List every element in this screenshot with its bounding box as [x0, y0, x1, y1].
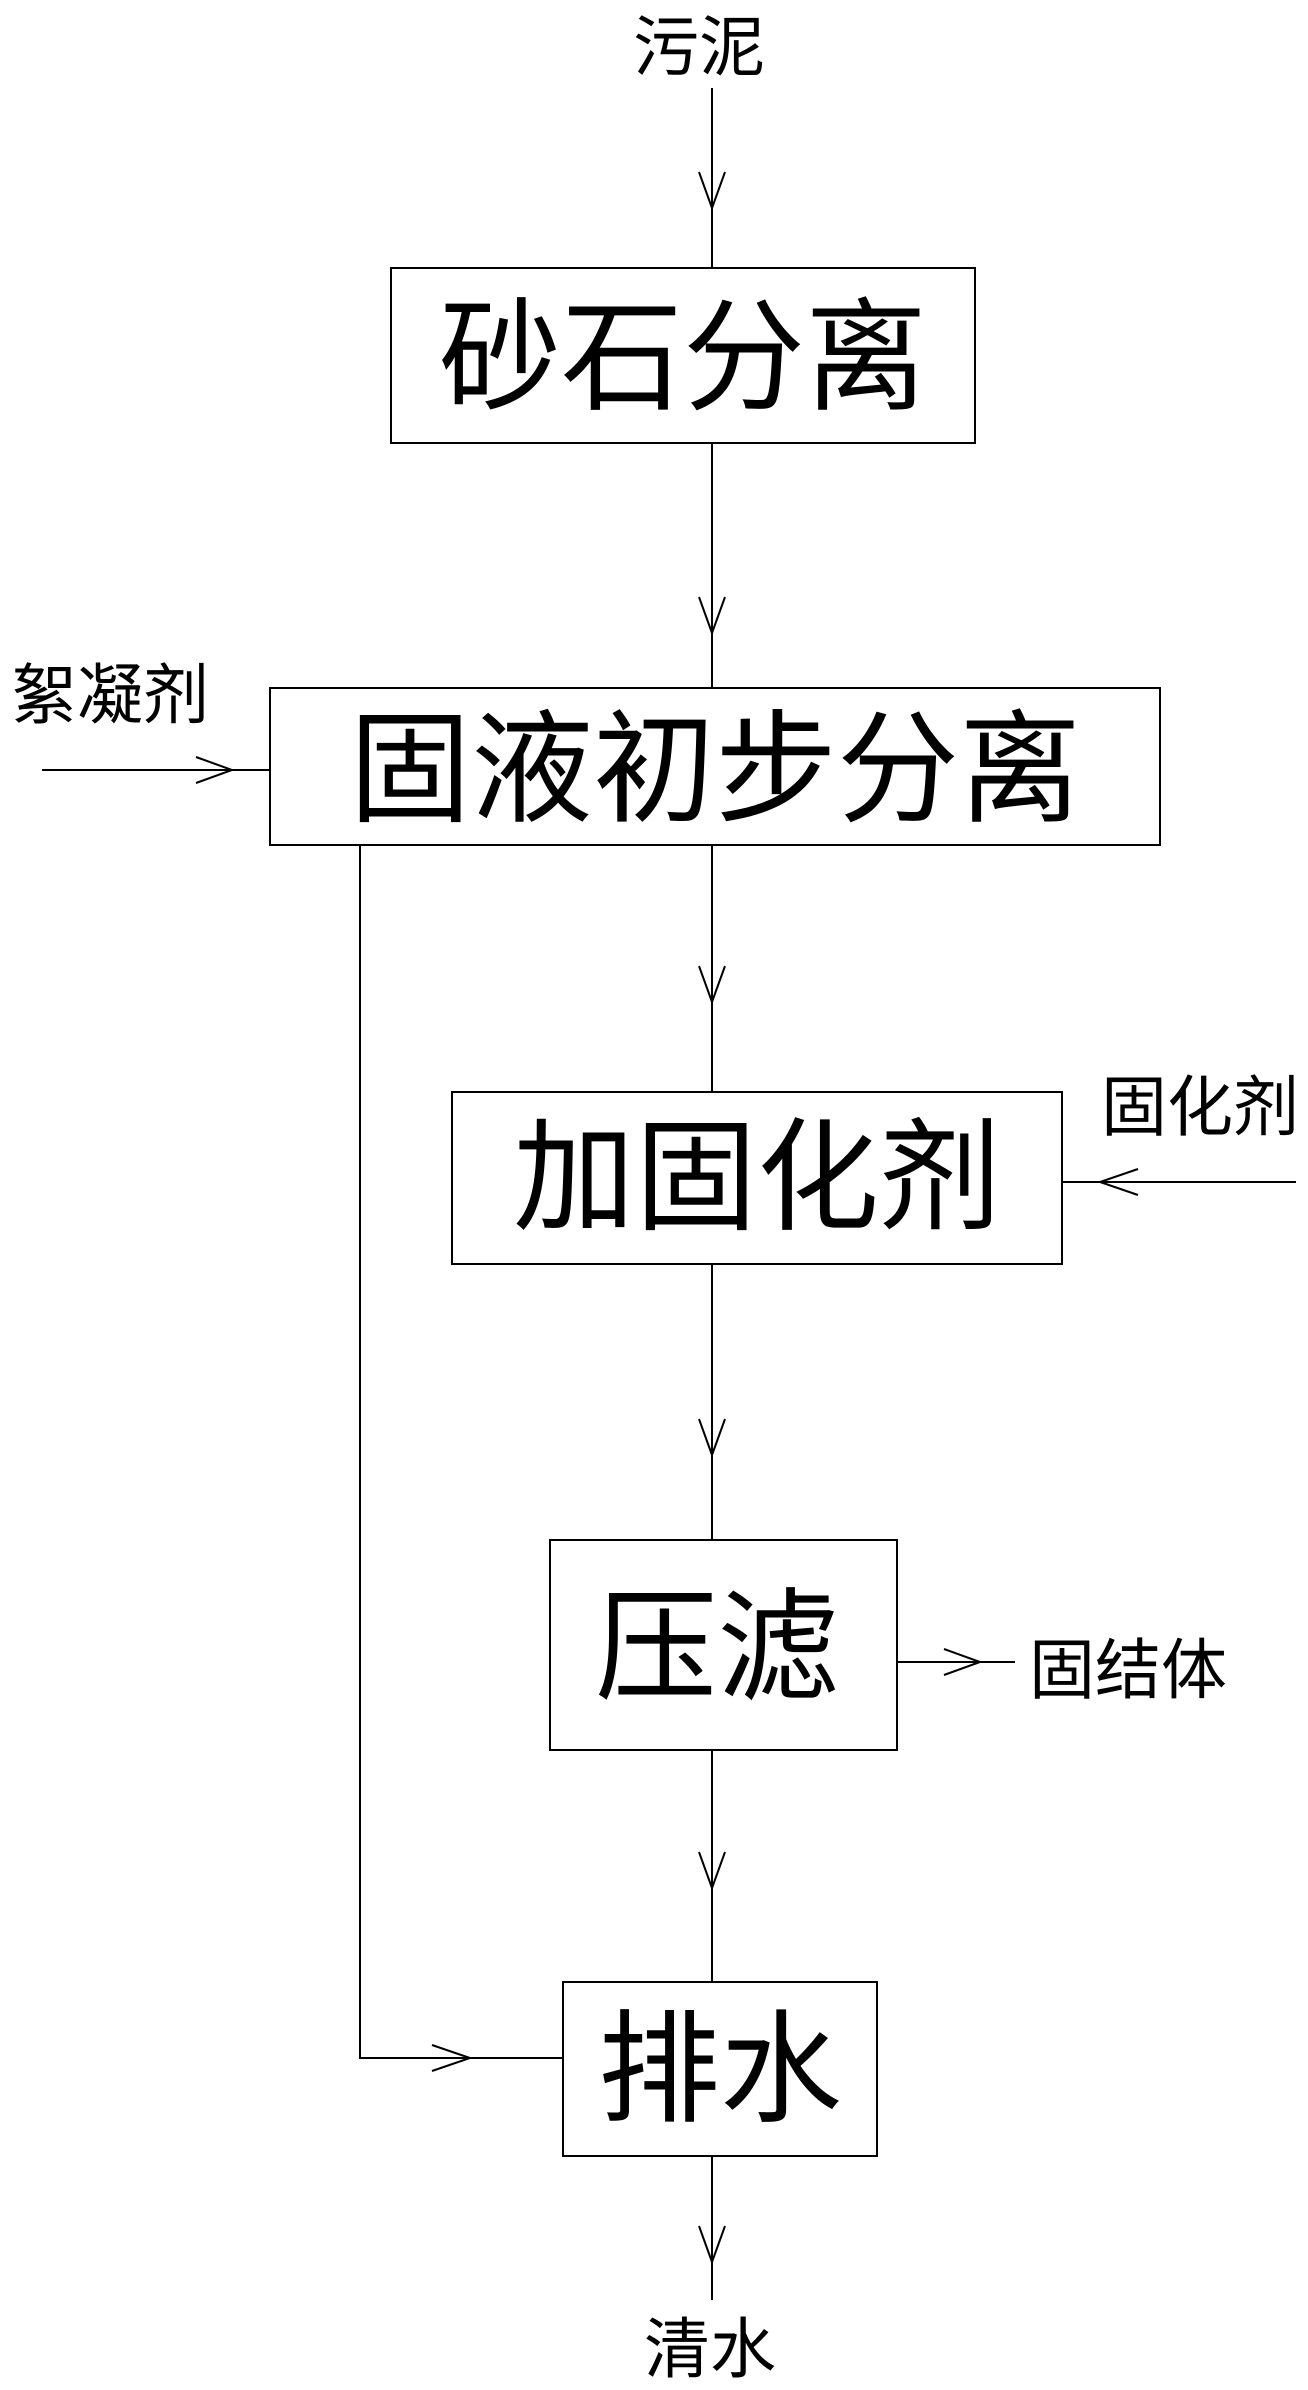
flocculant-label: 絮凝剂 — [11, 657, 209, 734]
arrowhead-step3-to-step4 — [698, 1418, 726, 1458]
arrowhead-flocculant — [195, 756, 235, 784]
step-label-filter-press: 压滤 — [595, 1577, 839, 1719]
step-box-initial-solid-liquid-separation — [269, 687, 1161, 846]
step-box-add-curing-agent — [451, 1091, 1063, 1265]
arrowhead-bypass — [431, 2044, 474, 2072]
step-label-add-curing-agent: 加固化剂 — [513, 1107, 1001, 1249]
input-label-sludge: 污泥 — [633, 9, 765, 86]
step-box-filter-press — [549, 1539, 898, 1751]
step-label-drainage: 排水 — [598, 1999, 842, 2141]
arrowhead-solid-output — [943, 1648, 983, 1676]
step-box-sand-separation — [390, 267, 976, 444]
step-label-initial-solid-liquid-separation: 固液初步分离 — [349, 699, 1081, 841]
arrowhead-step5-to-output — [698, 2225, 726, 2265]
output-label-clear-water: 清水 — [644, 2311, 776, 2388]
arrowhead-step1-to-step2 — [698, 596, 726, 636]
arrowhead-input-to-step1 — [698, 171, 726, 211]
step-label-sand-separation: 砂石分离 — [439, 287, 927, 429]
connector-bypass-to-drainage — [359, 845, 563, 2059]
arrowhead-step2-to-step3 — [698, 965, 726, 1005]
arrowhead-step4-to-step5 — [698, 1851, 726, 1891]
arrowhead-curing-agent — [1096, 1168, 1139, 1196]
solid-output-label: 固结体 — [1029, 1632, 1227, 1709]
curing-agent-label: 固化剂 — [1101, 1069, 1299, 1146]
step-box-drainage — [562, 1981, 878, 2157]
